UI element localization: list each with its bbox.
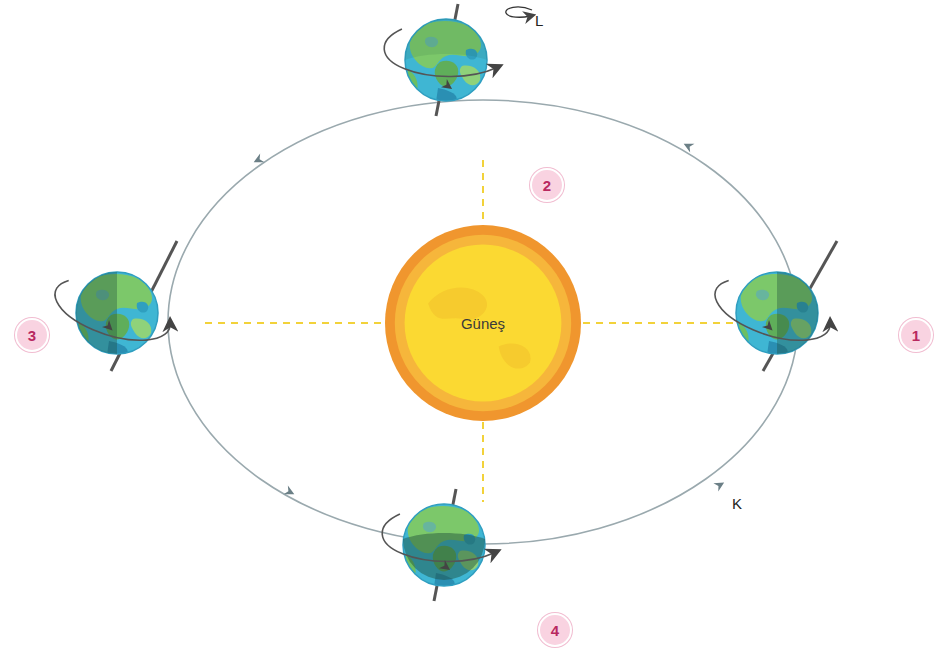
sun-ray — [205, 160, 738, 502]
callout-number: 4 — [538, 613, 572, 647]
callout-number-text: 2 — [543, 177, 551, 194]
earth-globe — [707, 241, 837, 371]
letter-label: K — [732, 495, 742, 512]
orbit-path — [168, 100, 798, 544]
callout-number: 3 — [15, 318, 49, 352]
sun-label: Güneş — [461, 315, 505, 332]
orbit-arrow — [258, 154, 270, 160]
callout-number: 1 — [899, 318, 933, 352]
earth-globe — [379, 4, 497, 116]
callout-number: 2 — [530, 168, 564, 202]
orbit-arrow — [278, 486, 290, 492]
spin-indicator — [506, 7, 532, 17]
orbit-arrow — [708, 485, 720, 492]
orbit-arrow — [688, 146, 700, 152]
earth-globe — [377, 489, 495, 601]
callout-number-text: 1 — [912, 327, 920, 344]
letter-label: L — [535, 12, 543, 29]
sun-circle: Güneş — [385, 225, 581, 421]
callout-number-text: 4 — [551, 622, 559, 639]
callout-number-text: 3 — [28, 327, 36, 344]
earth-globe — [47, 241, 177, 371]
